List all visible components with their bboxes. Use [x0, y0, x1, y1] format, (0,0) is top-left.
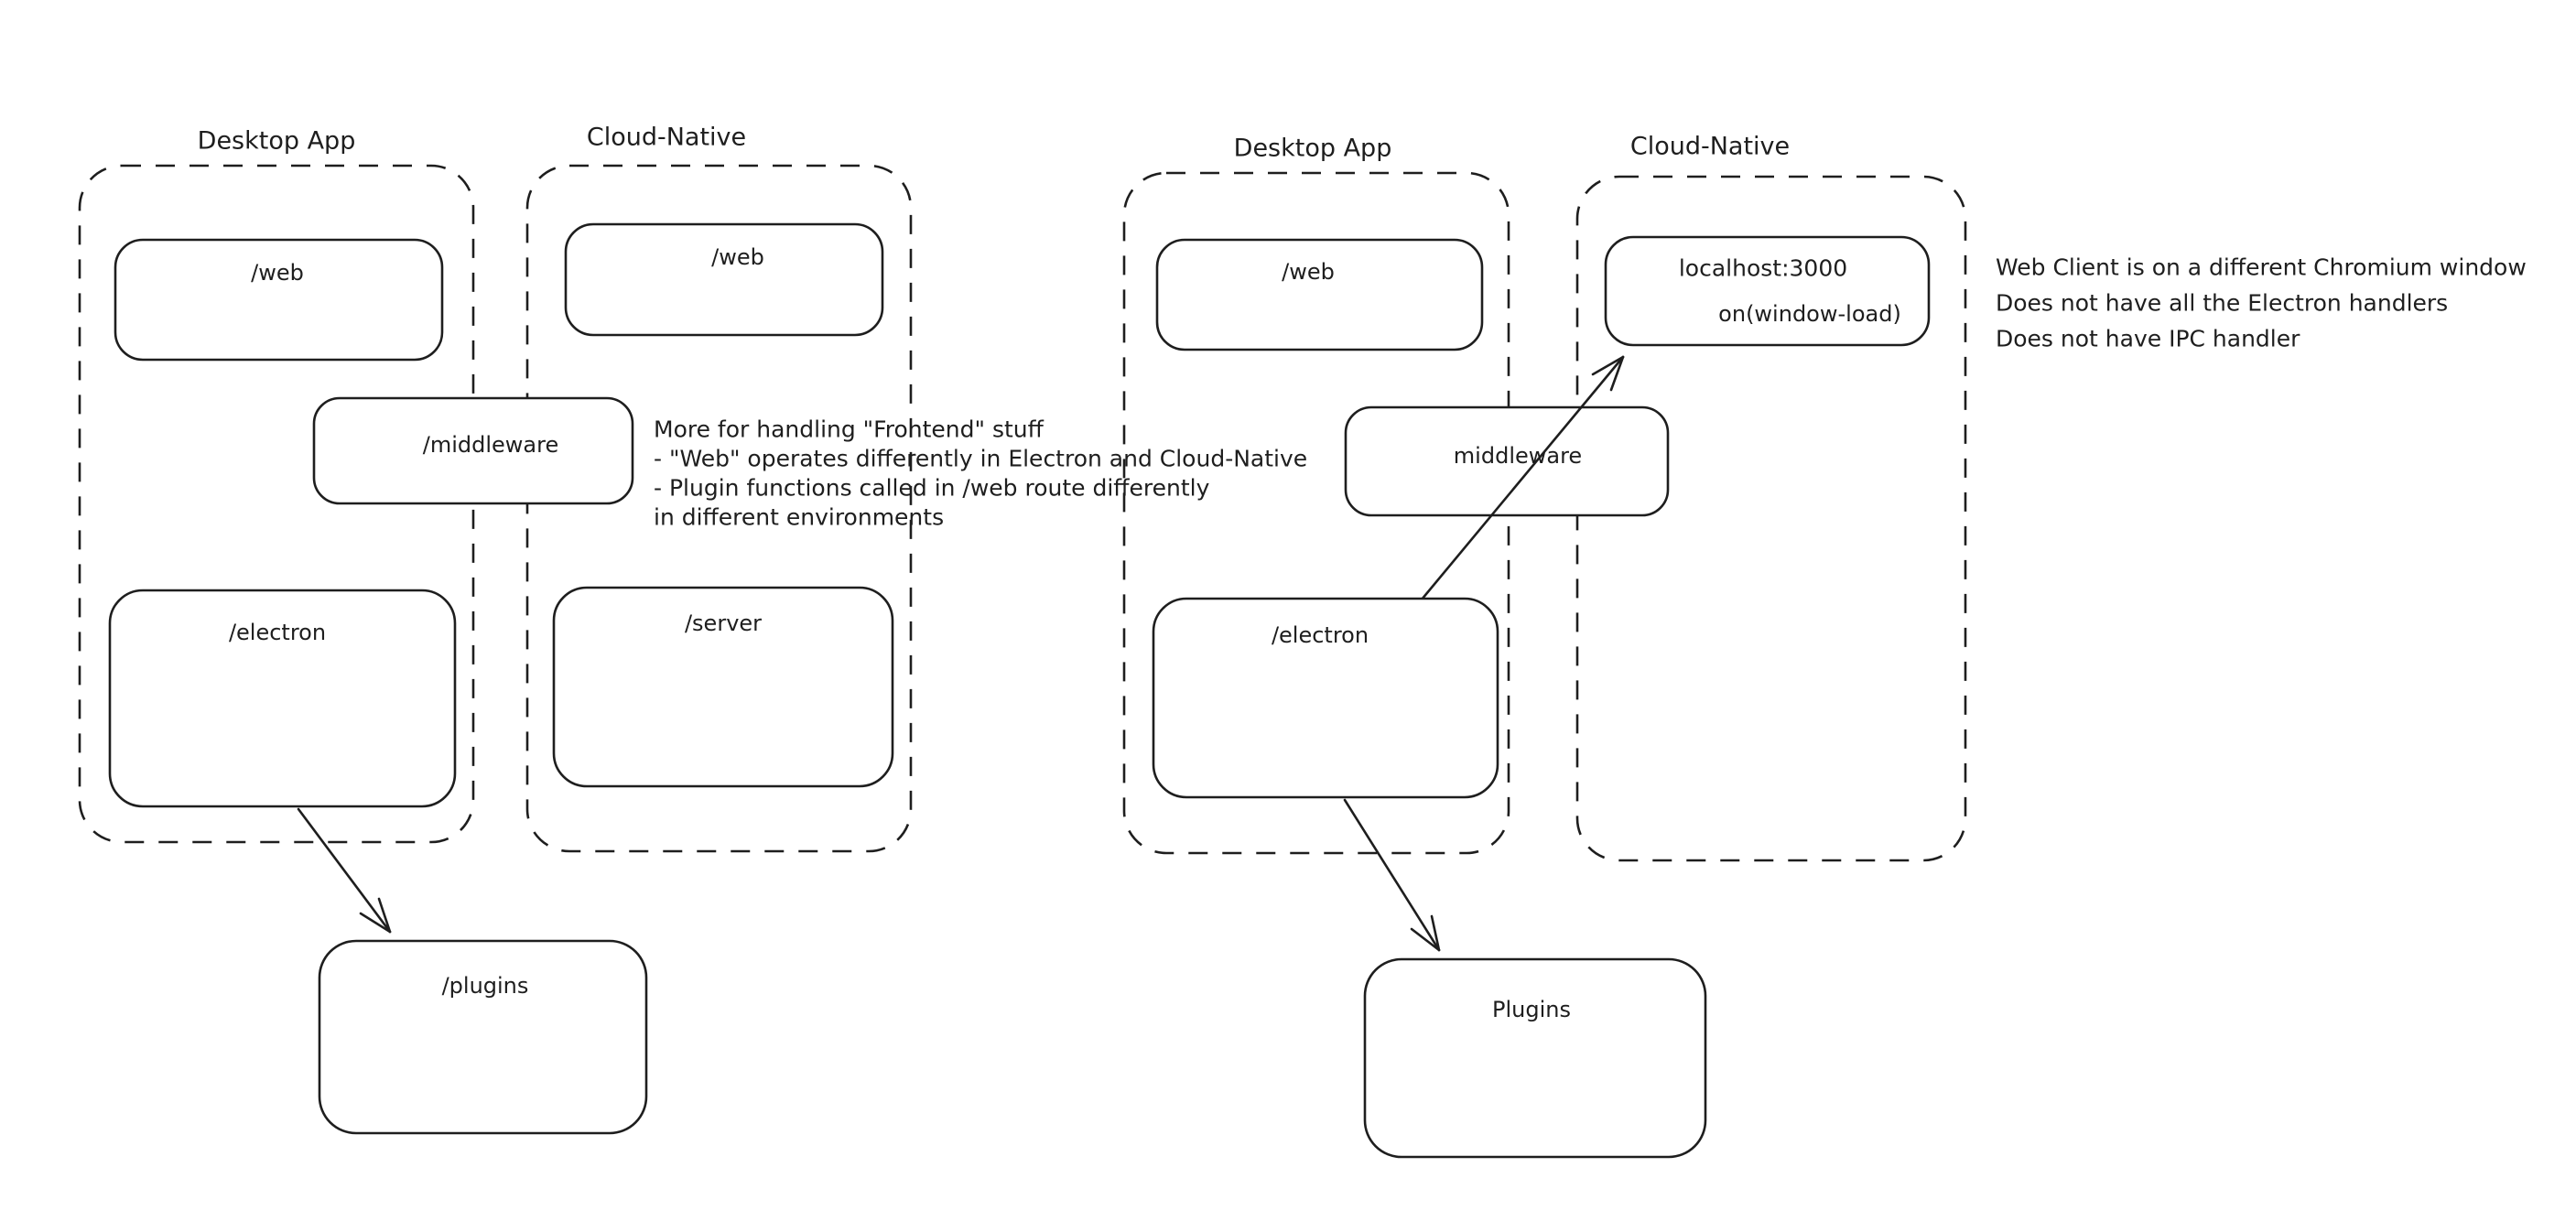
right-desktop-app-title: Desktop App: [1234, 135, 1392, 163]
right-window-load-label: on(window-load): [1718, 301, 1901, 327]
left-plugins-node: [318, 939, 648, 1135]
left-server-label: /server: [685, 611, 762, 636]
left-plugins-label: /plugins: [442, 973, 529, 999]
right-plugins-node: [1363, 957, 1707, 1159]
right-middleware-node: [1344, 405, 1670, 517]
left-cloud-web-node: [564, 222, 884, 337]
left-middleware-node: [312, 396, 634, 505]
right-desktop-web-node: [1155, 238, 1484, 351]
right-cloud-native-container: [1575, 175, 1967, 862]
arrow-right-electron-to-plugins: [1343, 798, 1441, 952]
arrow-left-electron-to-plugins: [297, 807, 392, 934]
green-note-line: - "Web" operates differently in Electron…: [654, 446, 1307, 472]
left-diagram: Desktop App Cloud-Native /web /web /midd…: [78, 124, 1307, 1135]
green-note: More for handling "Frontend" stuff - "We…: [654, 416, 1307, 531]
left-middleware-label: /middleware: [423, 432, 558, 458]
green-note-line: More for handling "Frontend" stuff: [654, 416, 1044, 443]
right-desktop-app-container: [1122, 171, 1510, 855]
left-cloud-native-title: Cloud-Native: [587, 124, 746, 152]
right-plugins-label: Plugins: [1492, 997, 1571, 1022]
red-note-line: Web Client is on a different Chromium wi…: [1996, 254, 2527, 281]
left-desktop-app-container: [78, 164, 475, 844]
green-note-line: - Plugin functions called in /web route …: [654, 475, 1210, 502]
right-diagram: Desktop App Cloud-Native /web localhost:…: [1122, 133, 2527, 1159]
left-server-node: [552, 586, 894, 788]
right-localhost-label: localhost:3000: [1679, 255, 1847, 282]
left-electron-label: /electron: [229, 620, 326, 645]
right-localhost-node: [1604, 235, 1931, 347]
right-electron-label: /electron: [1272, 622, 1369, 648]
left-electron-node: [108, 589, 457, 808]
right-middleware-label: middleware: [1454, 443, 1582, 469]
left-desktop-web-node: [114, 238, 444, 362]
red-note-line: Does not have all the Electron handlers: [1996, 290, 2448, 317]
left-desktop-web-label: /web: [251, 260, 304, 286]
red-note: Web Client is on a different Chromium wi…: [1996, 254, 2527, 352]
right-electron-node: [1152, 597, 1499, 799]
right-cloud-native-title: Cloud-Native: [1630, 133, 1790, 161]
left-cloud-web-label: /web: [711, 244, 764, 270]
left-cloud-native-container: [525, 164, 913, 853]
arrow-right-electron-to-localhost: [1420, 355, 1625, 601]
red-note-line: Does not have IPC handler: [1996, 326, 2300, 352]
green-note-line: in different environments: [654, 504, 944, 531]
left-desktop-app-title: Desktop App: [198, 127, 356, 156]
right-desktop-web-label: /web: [1282, 259, 1335, 285]
